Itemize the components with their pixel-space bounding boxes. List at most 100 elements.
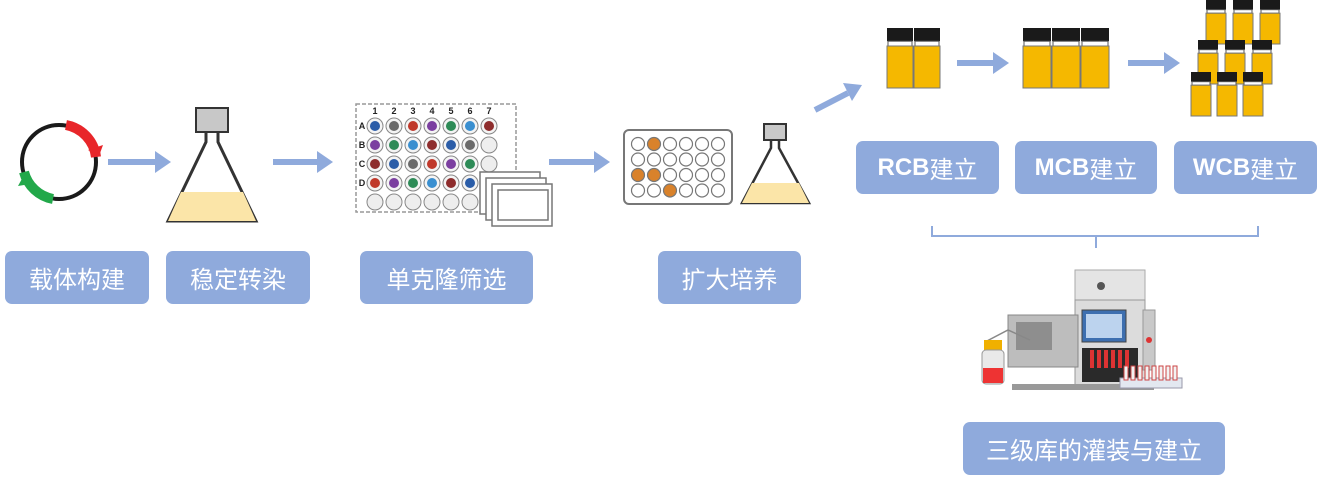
bank-code: RCB [877, 153, 930, 181]
step-label-clone-screening: 单克隆筛选 [360, 251, 533, 304]
vial-cap [1052, 28, 1080, 42]
vial-cap [1252, 40, 1272, 50]
well-colony [446, 178, 456, 188]
well-colony [389, 159, 399, 169]
well [662, 136, 678, 152]
well [710, 136, 726, 152]
final-label: 三级库的灌装与建立 [963, 422, 1225, 475]
well [630, 152, 646, 167]
filling-machine-image [981, 269, 1183, 390]
well [678, 183, 694, 198]
well-colony [370, 140, 380, 150]
wcb-vials-icon [1190, 0, 1281, 117]
plate-column-label: 5 [448, 106, 453, 116]
well [646, 183, 662, 198]
well [366, 193, 384, 211]
well [646, 167, 662, 183]
well [694, 167, 710, 183]
well [442, 193, 460, 211]
well-colony [465, 178, 475, 188]
step-label-expansion: 扩大培养 [658, 251, 801, 304]
bank-code: WCB [1192, 153, 1251, 181]
vial-body [1242, 84, 1264, 117]
plate-column-label: 3 [410, 106, 415, 116]
well [694, 183, 710, 198]
well [662, 167, 678, 183]
well-colony [484, 121, 494, 131]
vial-body [1051, 45, 1081, 89]
rcb-vials-icon [886, 28, 941, 89]
vial-body [1190, 84, 1212, 117]
well-colony [408, 159, 418, 169]
well [404, 193, 422, 211]
bank-code: MCB [1034, 153, 1090, 181]
well [694, 152, 710, 167]
vial-cap [1243, 72, 1263, 82]
well-colony [465, 140, 475, 150]
vial-cap [1081, 28, 1109, 42]
well [710, 167, 726, 183]
step-label-vector-construction: 载体构建 [5, 251, 149, 304]
plate-row-label: C [359, 159, 366, 169]
well [461, 193, 479, 211]
well [630, 136, 646, 152]
well-colony [427, 159, 437, 169]
vial-cap [1260, 0, 1280, 10]
well-colony [389, 178, 399, 188]
plate-row-label: B [359, 140, 366, 150]
vial-cap [1233, 0, 1253, 10]
well-colony [427, 121, 437, 131]
vial-body [1259, 12, 1281, 45]
well-colony [465, 159, 475, 169]
well [480, 136, 498, 154]
plate-row-label: A [359, 121, 366, 131]
step-label-stable-transfection: 稳定转染 [166, 251, 310, 304]
well-colony [389, 121, 399, 131]
plate-column-label: 4 [429, 106, 434, 116]
well-colony [427, 140, 437, 150]
well-colony [389, 140, 399, 150]
plate-column-label: 6 [467, 106, 472, 116]
well-colony [446, 140, 456, 150]
well [385, 193, 403, 211]
flask-icon-transfection [165, 107, 259, 223]
well-colony [465, 121, 475, 131]
plate-row-label: D [359, 178, 366, 188]
well [423, 193, 441, 211]
well [694, 136, 710, 152]
vial-cap [1191, 72, 1211, 82]
well [710, 183, 726, 198]
plasmid-icon [18, 120, 103, 204]
vial-cap [1217, 72, 1237, 82]
well-colony [370, 178, 380, 188]
well [630, 183, 646, 198]
mcb-vials-icon [1022, 28, 1110, 89]
vial-body [886, 45, 914, 89]
well [678, 167, 694, 183]
well [678, 136, 694, 152]
well [646, 136, 662, 152]
vial-body [1022, 45, 1052, 89]
well-colony [408, 140, 418, 150]
well-colony [446, 121, 456, 131]
vial-body [1216, 84, 1238, 117]
vial-body [913, 45, 941, 89]
well [630, 167, 646, 183]
vial-body [1080, 45, 1110, 89]
well [480, 155, 498, 173]
well [662, 152, 678, 167]
well-colony [370, 159, 380, 169]
plate-column-label: 1 [372, 106, 377, 116]
flask-icon-expansion [739, 123, 812, 205]
well-colony [427, 178, 437, 188]
well [710, 152, 726, 167]
vial-cap [1225, 40, 1245, 50]
well-colony [408, 178, 418, 188]
vial-cap [887, 28, 913, 42]
